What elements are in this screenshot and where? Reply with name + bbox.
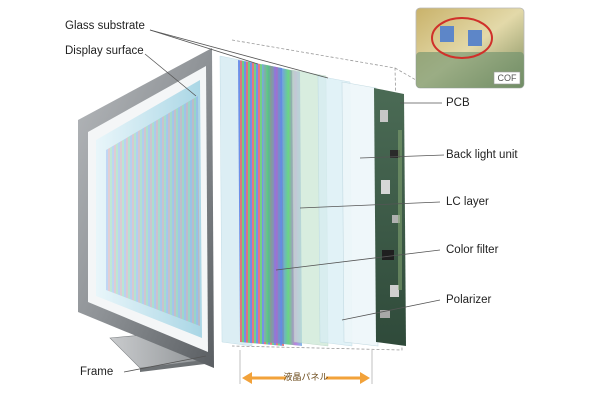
monitor-frame bbox=[78, 48, 214, 368]
cof-label: COF bbox=[498, 73, 518, 83]
pcb-board bbox=[374, 88, 406, 346]
cof-inset: COF bbox=[415, 7, 525, 89]
leader-lines bbox=[123, 29, 445, 373]
pcb-label: PCB bbox=[446, 97, 470, 109]
lcd-layers bbox=[219, 55, 379, 347]
back-light-unit-label: Back light unit bbox=[446, 149, 518, 161]
color-filter-label: Color filter bbox=[446, 244, 499, 256]
glass-substrate-label: Glass substrate bbox=[65, 20, 145, 32]
polarizer-label: Polarizer bbox=[446, 294, 492, 306]
lcd-panel-dimension: 液晶パネル bbox=[239, 350, 373, 384]
frame-label: Frame bbox=[80, 366, 114, 378]
lcd-panel-label: 液晶パネル bbox=[283, 371, 328, 383]
lc-layer-label: LC layer bbox=[446, 196, 489, 208]
display-surface-label: Display surface bbox=[65, 45, 144, 57]
